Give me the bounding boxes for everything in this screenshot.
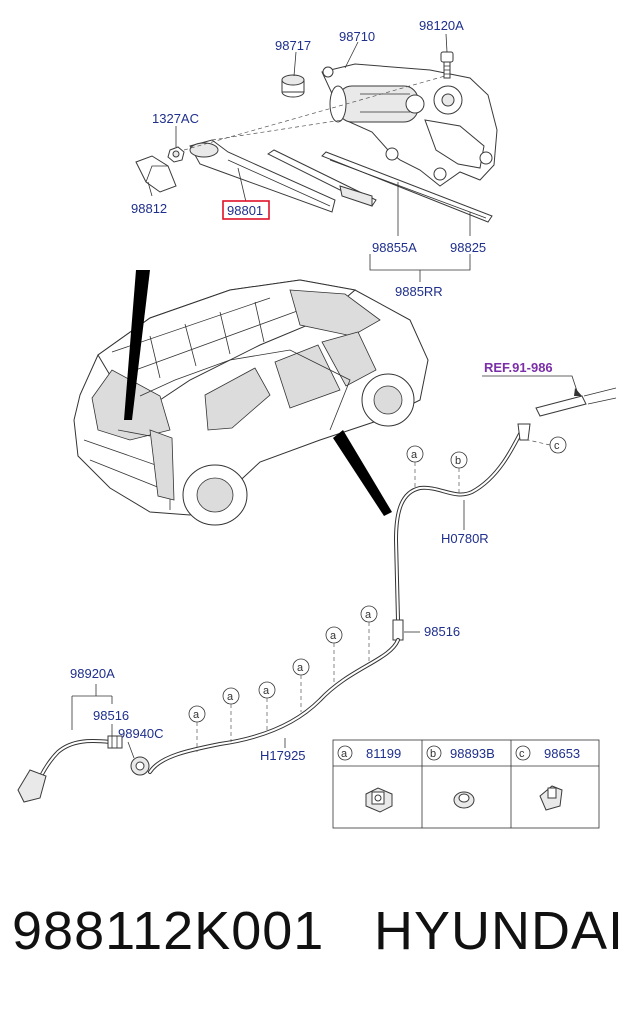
svg-text:a: a: [365, 609, 372, 621]
legend-key-c: c: [519, 748, 525, 760]
leader-lines-top: [147, 33, 471, 282]
connector-98653-icon: [539, 785, 563, 811]
label-98940c: 98940C: [118, 726, 164, 741]
brand-name: HYUNDAI: [374, 901, 625, 961]
connector-c: [517, 423, 531, 441]
svg-text:a: a: [227, 691, 234, 703]
label-98801: 98801: [227, 203, 263, 218]
label-98920a: 98920A: [70, 666, 115, 681]
label-h0780r: H0780R: [441, 531, 489, 546]
wiper-refill-98825: [321, 151, 493, 223]
clip-81199-icon: [365, 787, 393, 813]
wiper-arm-98801: [189, 139, 336, 213]
pointer-arrow-hose: [333, 430, 392, 516]
label-98120a: 98120A: [419, 18, 464, 33]
nozzle-98920a: [17, 735, 123, 803]
legend-key-a: a: [341, 748, 348, 760]
car-illustration: [73, 279, 429, 526]
highlight-box: [222, 200, 270, 220]
callout-c-text: c: [554, 440, 560, 452]
label-98710: 98710: [339, 29, 375, 44]
part-number: 988112K001: [12, 901, 325, 961]
callout-b-text: b: [455, 455, 461, 467]
assembly-line: [211, 119, 343, 141]
label-98812: 98812: [131, 201, 167, 216]
grommet-98940c: [130, 756, 150, 776]
nut-1327ac: [167, 146, 185, 163]
legend-part-a: 81199: [366, 746, 401, 761]
label-h17925: H17925: [260, 748, 306, 763]
svg-text:a: a: [297, 662, 304, 674]
joint-98516-top: [392, 619, 404, 641]
ref-arrow: [574, 388, 582, 396]
label-ref: REF.91-986: [484, 360, 553, 375]
grommet-98893b-icon: [453, 791, 475, 809]
svg-text:a: a: [330, 630, 337, 642]
legend-part-c: 98653: [544, 746, 580, 761]
svg-text:a: a: [193, 709, 200, 721]
caption: 988112K001 HYUNDAI: [0, 900, 632, 980]
cap-98717: [281, 74, 305, 98]
legend-table: a 81199 b 98893B c 98653: [332, 739, 600, 829]
label-9885rr: 9885RR: [395, 284, 443, 299]
cover-98812: [135, 155, 177, 193]
callout-a-text: a: [411, 449, 418, 461]
legend-key-b: b: [430, 748, 436, 760]
ref-hose-end: [535, 395, 587, 417]
pointer-arrow-top: [124, 270, 150, 420]
label-98825: 98825: [450, 240, 486, 255]
legend-part-b: 98893B: [450, 746, 495, 761]
svg-text:a: a: [263, 685, 270, 697]
label-98717: 98717: [275, 38, 311, 53]
label-1327ac: 1327AC: [152, 111, 199, 126]
label-98516-left: 98516: [93, 708, 129, 723]
wiper-blade-98855a: [267, 149, 377, 207]
wiper-motor-assembly: [321, 63, 498, 187]
clip-callouts: a a a a a a: [188, 605, 378, 752]
label-98516-top: 98516: [424, 624, 460, 639]
label-98855a: 98855A: [372, 240, 417, 255]
